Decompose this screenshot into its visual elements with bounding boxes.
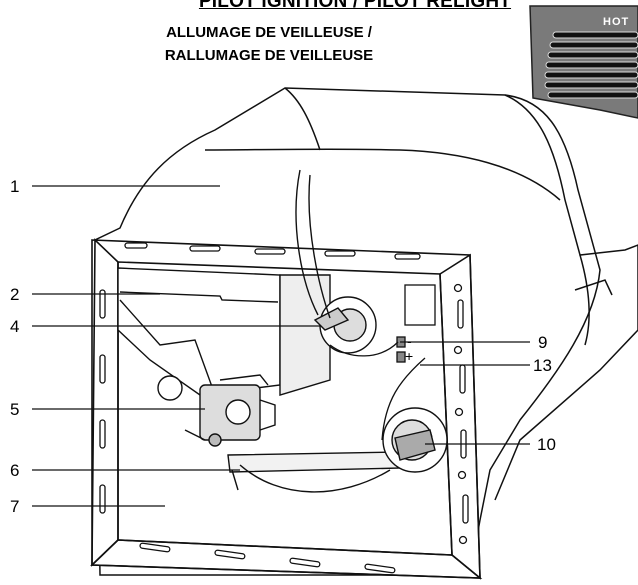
diagram-subtitle-line-1: ALLUMAGE DE VEILLEUSE / [166,24,372,41]
callout-6: 6 [10,461,19,480]
callout-1: 1 [10,177,19,196]
frame-slots [99,242,469,574]
terminal-minus: - [407,333,412,349]
callout-2: 2 [10,285,19,304]
callout-4: 4 [10,317,19,336]
diagram-subtitle-line-2: RALLUMAGE DE VEILLEUSE [164,47,374,64]
callout-7: 7 [10,497,19,516]
gas-valve [157,374,276,447]
callout-13: 13 [533,356,552,375]
diagram-title: PILOT IGNITION / PILOT RELIGHT [198,0,512,12]
hot-label: HOT [603,16,629,28]
main-burner-port [382,407,448,473]
gas-control-module [117,267,331,396]
hot-vent-panel: HOT [529,5,638,119]
callout-9: 9 [538,333,547,352]
callout-5: 5 [10,400,19,419]
terminal-plus: + [405,348,413,364]
callout-leaders [32,185,530,507]
pilot-assembly [295,169,377,354]
burner-tube [227,451,403,493]
callout-10: 10 [537,435,556,454]
